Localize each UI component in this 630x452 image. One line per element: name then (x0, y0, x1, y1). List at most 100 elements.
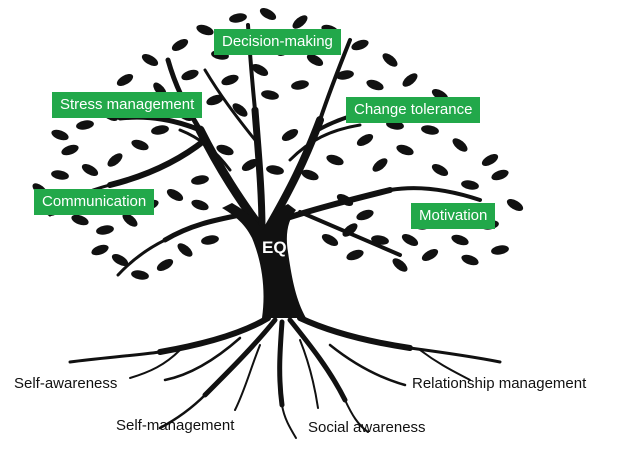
tree-leaf (382, 53, 398, 67)
tree-roots (68, 315, 502, 439)
tree-leaf (261, 90, 279, 100)
tree-root (163, 336, 242, 382)
tree-leaf (506, 199, 524, 211)
tree-leaf (76, 120, 94, 130)
tree-leaf (396, 144, 414, 156)
tree-branch (251, 106, 266, 234)
tree-root (234, 344, 261, 411)
tree-leaf (461, 180, 479, 190)
tree-leaf (51, 170, 69, 180)
tree-leaf (346, 249, 364, 261)
tree-leaf (141, 54, 159, 66)
branch-label-motivation: Motivation (411, 203, 496, 229)
tree-root (68, 350, 162, 364)
tree-leaf (71, 214, 89, 226)
tree-leaf (372, 158, 388, 172)
tree-leaf (356, 134, 374, 146)
tree-branch (388, 186, 482, 202)
tree-branch (318, 38, 352, 122)
branch-label-communication: Communication (34, 189, 155, 215)
tree-branch (162, 212, 243, 243)
tree-leaf (61, 144, 79, 156)
tree-root (299, 339, 319, 409)
tree-branch (116, 238, 167, 277)
tree-leaf (259, 8, 277, 20)
tree-leaf (151, 125, 169, 135)
tree-root (277, 319, 285, 408)
tree-leaf (191, 175, 209, 185)
tree-leaf (366, 79, 384, 91)
tree-leaf (191, 199, 209, 211)
root-label-social-awareness: Social awareness (308, 419, 426, 436)
tree-leaf (156, 259, 174, 271)
tree-leaf (321, 234, 339, 246)
tree-leaf (292, 15, 308, 29)
tree-leaf (96, 225, 114, 235)
tree-leaf (481, 154, 499, 166)
tree-leaf (232, 103, 248, 117)
tree-leaf (131, 139, 149, 151)
root-label-self-management: Self-management (116, 417, 235, 434)
tree-leaf (166, 189, 184, 201)
tree-leaf (491, 169, 509, 181)
tree-leaf (206, 94, 224, 106)
tree-branch (288, 123, 362, 162)
tree-leaf (356, 209, 374, 221)
tree-leaf (461, 254, 479, 266)
tree-leaf (371, 235, 389, 245)
tree-leaf (171, 39, 189, 51)
tree-leaf (251, 64, 269, 76)
tree-leaf (421, 125, 439, 135)
tree-leaf (177, 243, 193, 257)
tree-leaf (326, 154, 344, 166)
tree-leaf (392, 258, 408, 272)
tree-root (328, 343, 407, 387)
tree-leaf (336, 70, 354, 80)
tree-leaf (229, 13, 247, 23)
tree-leaf (291, 80, 309, 90)
tree-root (202, 317, 278, 398)
tree-leaf (196, 24, 214, 36)
root-label-self-awareness: Self-awareness (14, 375, 118, 392)
tree-leaf (306, 54, 324, 66)
tree-root (419, 349, 471, 381)
tree-leaf (266, 165, 284, 175)
tree-leaf (91, 244, 109, 256)
tree-root (287, 317, 348, 403)
tree-root (408, 346, 502, 364)
tree-leaf (351, 39, 369, 51)
branch-label-decision-making: Decision-making (214, 29, 341, 55)
tree-leaf (342, 223, 358, 237)
branch-label-change-tolerance: Change tolerance (346, 97, 481, 123)
tree-leaf (452, 138, 468, 152)
tree-root (158, 393, 207, 430)
tree-leaf (421, 249, 439, 261)
branch-label-stress-management: Stress management (52, 92, 203, 118)
tree-leaf (491, 245, 509, 255)
center-label-eq: EQ (262, 238, 287, 257)
tree-leaf (401, 234, 419, 246)
tree-root (157, 315, 271, 355)
tree-root (344, 399, 369, 433)
tree-leaf (81, 164, 99, 176)
tree-leaf (122, 213, 138, 227)
tree-leaf (111, 254, 129, 266)
tree-leaf (221, 74, 239, 86)
tree-trunk (222, 203, 306, 318)
tree-leaf (301, 169, 319, 181)
tree-leaf (402, 73, 418, 87)
tree-leaf (431, 164, 449, 176)
tree-leaf (116, 74, 134, 86)
tree-leaf (107, 153, 123, 167)
tree-leaf (51, 129, 69, 141)
tree-leaf (131, 270, 149, 280)
tree-branch (203, 68, 257, 142)
tree-branch (107, 137, 208, 188)
tree-root (297, 315, 413, 351)
tree-root (281, 404, 297, 439)
tree-leaf (181, 69, 199, 81)
tree-leaf (336, 194, 354, 206)
tree-root (129, 349, 181, 379)
tree-branch (178, 128, 232, 172)
